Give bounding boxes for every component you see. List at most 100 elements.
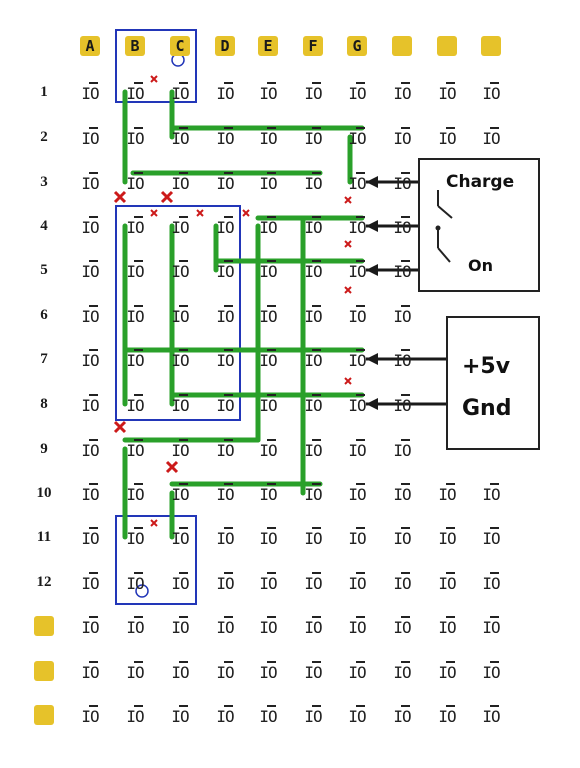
hole: IO — [211, 439, 239, 459]
hole-bar — [401, 82, 410, 84]
hole-bar — [401, 572, 410, 574]
hole-bar — [356, 349, 365, 351]
hole: IO — [299, 260, 327, 280]
hole-glyph: IO — [171, 485, 189, 504]
hole-bar — [134, 439, 143, 441]
hole-bar — [89, 394, 98, 396]
hole-bar — [267, 661, 276, 663]
hole-glyph: IO — [216, 441, 234, 460]
hole-bar — [267, 82, 276, 84]
hole: IO — [433, 527, 461, 547]
hole-bar — [89, 172, 98, 174]
hole-bar — [224, 260, 233, 262]
hole-bar — [267, 705, 276, 707]
hole-bar — [356, 127, 365, 129]
hole-glyph: IO — [126, 618, 144, 637]
hole-bar — [312, 483, 321, 485]
hole: IO — [433, 127, 461, 147]
hole-glyph: IO — [348, 307, 366, 326]
hole-glyph: IO — [259, 441, 277, 460]
hole-bar — [179, 216, 188, 218]
hole-bar — [179, 82, 188, 84]
hole: IO — [477, 127, 505, 147]
hole: IO — [433, 661, 461, 681]
hole: IO — [388, 439, 416, 459]
column-header-C: C — [170, 36, 190, 56]
hole: IO — [121, 661, 149, 681]
hole-glyph: IO — [216, 707, 234, 726]
track-cut-mark — [344, 286, 352, 294]
hole-glyph: IO — [259, 396, 277, 415]
hole-glyph: IO — [304, 84, 322, 103]
hole-bar — [267, 349, 276, 351]
hole-glyph: IO — [304, 485, 322, 504]
hole: IO — [299, 305, 327, 325]
hole: IO — [211, 483, 239, 503]
hole: IO — [433, 82, 461, 102]
hole: IO — [477, 572, 505, 592]
hole: IO — [343, 439, 371, 459]
hole-glyph: IO — [482, 707, 500, 726]
hole: IO — [121, 705, 149, 725]
hole: IO — [254, 260, 282, 280]
hole-bar — [134, 349, 143, 351]
hole: IO — [343, 82, 371, 102]
hole-glyph: IO — [393, 307, 411, 326]
hole: IO — [254, 527, 282, 547]
hole: IO — [254, 439, 282, 459]
hole-bar — [312, 439, 321, 441]
hole: IO — [121, 483, 149, 503]
hole-glyph: IO — [171, 218, 189, 237]
hole: IO — [433, 483, 461, 503]
hole-glyph: IO — [482, 84, 500, 103]
hole: IO — [166, 172, 194, 192]
hole: IO — [388, 260, 416, 280]
column-header-D: D — [215, 36, 235, 56]
hole-bar — [134, 216, 143, 218]
hole-glyph: IO — [438, 663, 456, 682]
hole-glyph: IO — [304, 618, 322, 637]
hole: IO — [76, 705, 104, 725]
hole-bar — [224, 705, 233, 707]
hole-glyph: IO — [304, 218, 322, 237]
column-header-E: E — [258, 36, 278, 56]
hole: IO — [76, 172, 104, 192]
hole-bar — [446, 82, 455, 84]
hole-glyph: IO — [482, 129, 500, 148]
hole: IO — [433, 616, 461, 636]
hole-glyph: IO — [81, 707, 99, 726]
hole: IO — [166, 127, 194, 147]
hole-bar — [401, 305, 410, 307]
hole-glyph: IO — [482, 663, 500, 682]
hole: IO — [121, 616, 149, 636]
hole-bar — [89, 616, 98, 618]
hole-glyph: IO — [81, 307, 99, 326]
hole: IO — [299, 349, 327, 369]
hole: IO — [477, 527, 505, 547]
hole-glyph: IO — [304, 441, 322, 460]
hole-glyph: IO — [126, 129, 144, 148]
hole-bar — [356, 661, 365, 663]
hole-bar — [490, 705, 499, 707]
hole: IO — [166, 572, 194, 592]
hole-glyph: IO — [304, 396, 322, 415]
hole-bar — [356, 82, 365, 84]
hole-glyph: IO — [482, 529, 500, 548]
hole: IO — [299, 661, 327, 681]
hole-glyph: IO — [126, 218, 144, 237]
hole: IO — [121, 172, 149, 192]
hole-glyph: IO — [393, 663, 411, 682]
hole: IO — [76, 661, 104, 681]
hole-bar — [356, 260, 365, 262]
hole-glyph: IO — [216, 529, 234, 548]
hole: IO — [76, 616, 104, 636]
hole-bar — [224, 527, 233, 529]
hole-bar — [446, 483, 455, 485]
hole: IO — [76, 394, 104, 414]
hole: IO — [211, 305, 239, 325]
hole-glyph: IO — [126, 174, 144, 193]
hole: IO — [211, 661, 239, 681]
hole-glyph: IO — [81, 663, 99, 682]
hole: IO — [299, 172, 327, 192]
hole-bar — [401, 661, 410, 663]
